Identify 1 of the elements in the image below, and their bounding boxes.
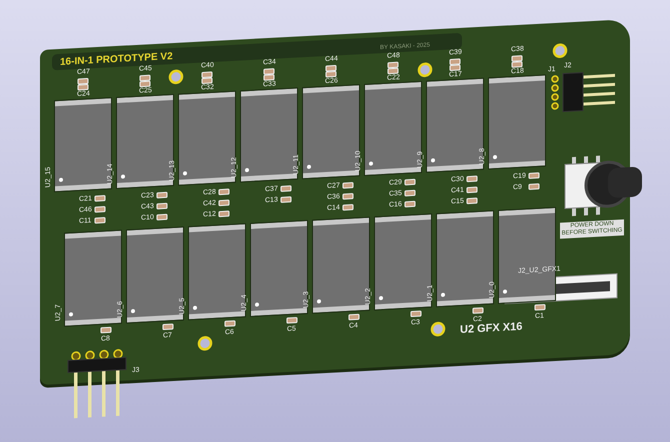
silkscreen-label: U2 GFX X16: [460, 320, 522, 336]
